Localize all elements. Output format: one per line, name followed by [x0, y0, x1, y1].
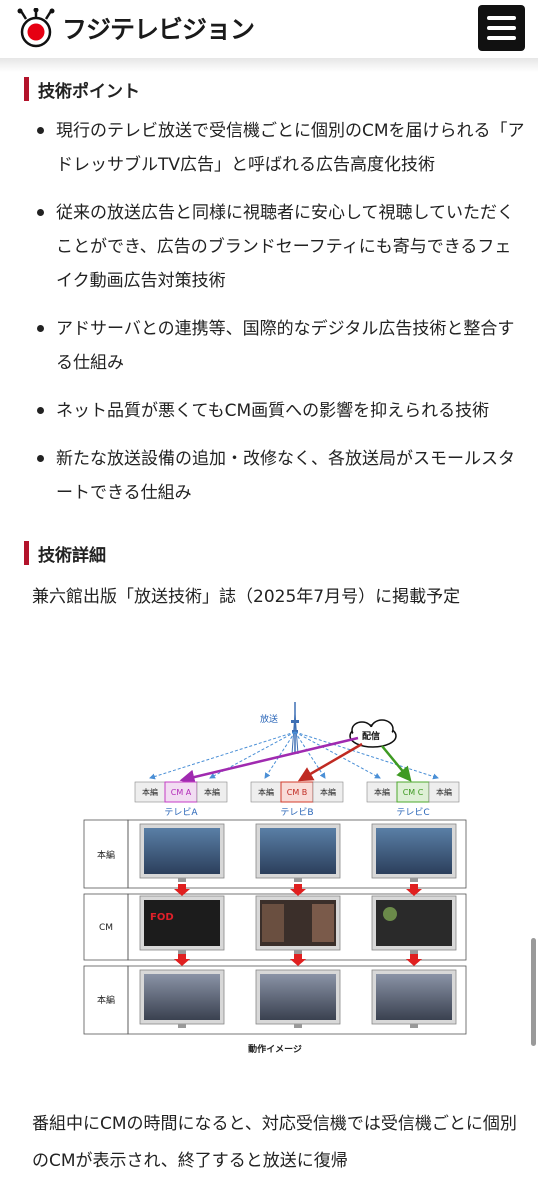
label-honpen: 本編	[374, 787, 390, 797]
delivery-arrow-c	[381, 745, 412, 782]
details-text: 兼六館出版「放送技術」誌（2025年7月号）に掲載予定	[32, 587, 461, 607]
cm-c-label: CM C	[403, 788, 424, 797]
station-a-boxes: 本編 CM A 本編 テレビA	[134, 781, 228, 818]
points-list: 現行のテレビ放送で受信機ごとに個別のCMを届けられる「アドレッサブルTV広告」と…	[32, 114, 528, 524]
station-b-boxes: 本編 CM B 本編 テレビB	[250, 781, 344, 818]
operation-diagram: 放送 配信 本編 CM A 本編 テレビA 本編	[83, 702, 467, 1055]
tower-icon	[291, 702, 299, 755]
hamburger-menu-icon	[487, 16, 516, 20]
header-shadow	[0, 58, 538, 72]
delivery-label: 配信	[362, 730, 380, 742]
station-b-name: テレビB	[280, 807, 313, 818]
cloud-icon	[349, 719, 397, 748]
cm-screen-logo: FOD	[150, 912, 174, 923]
tv-row-honpen-1	[139, 823, 457, 882]
list-item: 従来の放送広告と同様に視聴者に安心して視聴していただくことができ、広告のブランド…	[32, 196, 528, 298]
row-label-honpen: 本編	[97, 994, 115, 1006]
cm-a-label: CM A	[171, 788, 192, 797]
section-title-text: 技術ポイント	[38, 81, 140, 102]
fujitv-logo[interactable]: フジテレビジョン	[14, 8, 255, 48]
list-item: 新たな放送設備の追加・改修なく、各放送局がスモールスタートできる仕組み	[32, 442, 528, 510]
delivery-arrow-a	[179, 736, 359, 785]
row-label-honpen: 本編	[97, 849, 115, 861]
label-honpen: 本編	[258, 787, 274, 797]
section-title-points: 技術ポイント	[24, 76, 140, 102]
tv-row-honpen-2	[139, 969, 457, 1028]
label-honpen: 本編	[204, 787, 220, 797]
list-item: ネット品質が悪くてもCM画質への影響を抑えられる技術	[32, 394, 528, 428]
station-c-boxes: 本編 CM C 本編 テレビC	[366, 781, 460, 818]
delivery-arrow-b	[297, 742, 363, 782]
broadcast-label: 放送	[260, 713, 278, 725]
diagram-caption: 動作イメージ	[248, 1043, 302, 1055]
scrollbar[interactable]	[531, 938, 536, 1046]
list-item: 現行のテレビ放送で受信機ごとに個別のCMを届けられる「アドレッサブルTV広告」と…	[32, 114, 528, 182]
description-text: 番組中にCMの時間になると、対応受信機では受信機ごとに個別のCMが表示され、終了…	[32, 1114, 517, 1171]
medama-logo-icon	[17, 8, 55, 48]
cm-b-label: CM B	[287, 788, 308, 797]
section-title-text: 技術詳細	[38, 545, 106, 566]
label-honpen: 本編	[320, 787, 336, 797]
row-label-cm: CM	[99, 923, 113, 933]
logo-text: フジテレビジョン	[62, 15, 255, 44]
station-c-name: テレビC	[396, 807, 429, 818]
menu-button[interactable]	[478, 5, 525, 51]
transition-arrows	[174, 884, 422, 966]
section-marker	[24, 77, 29, 101]
station-a-name: テレビA	[164, 807, 198, 818]
tv-row-cm: FOD	[139, 895, 457, 954]
label-honpen: 本編	[436, 787, 452, 797]
section-marker	[24, 541, 29, 565]
site-header: フジテレビジョン	[0, 0, 538, 58]
section-title-details: 技術詳細	[24, 540, 106, 566]
label-honpen: 本編	[142, 787, 158, 797]
list-item: アドサーバとの連携等、国際的なデジタル広告技術と整合する仕組み	[32, 312, 528, 380]
